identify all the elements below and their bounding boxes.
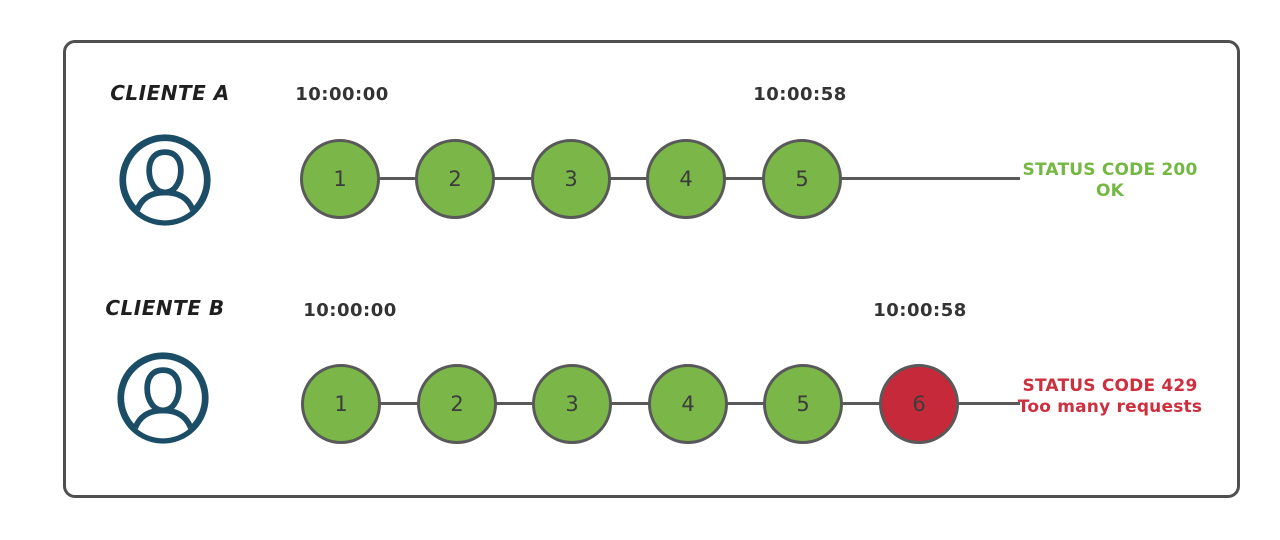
row-b-status: STATUS CODE 429 Too many requests xyxy=(1000,376,1220,418)
row-a-status: STATUS CODE 200 OK xyxy=(1000,160,1220,202)
request-circle: 1 xyxy=(301,364,381,444)
status-message-text: OK xyxy=(1095,181,1125,201)
request-circle: 1 xyxy=(300,139,380,219)
request-circle: 3 xyxy=(531,139,611,219)
row-a-start-time: 10:00:00 xyxy=(295,84,389,105)
client-a-label: CLIENTE A xyxy=(110,81,230,105)
request-circle: 5 xyxy=(763,364,843,444)
diagram-frame xyxy=(63,40,1240,498)
request-circle: 3 xyxy=(532,364,612,444)
request-circle: 2 xyxy=(415,139,495,219)
request-circle: 4 xyxy=(646,139,726,219)
status-code-text: STATUS CODE 200 xyxy=(1022,160,1198,180)
request-circle: 4 xyxy=(648,364,728,444)
user-avatar-icon xyxy=(115,350,211,446)
status-message-text: Too many requests xyxy=(1017,397,1203,417)
status-code-text: STATUS CODE 429 xyxy=(1022,376,1198,396)
request-circle: 2 xyxy=(417,364,497,444)
row-b-end-time: 10:00:58 xyxy=(873,300,967,321)
client-b-label: CLIENTE B xyxy=(105,296,225,320)
row-b-start-time: 10:00:00 xyxy=(303,300,397,321)
request-circle: 6 xyxy=(879,364,959,444)
user-avatar-icon xyxy=(117,132,213,228)
row-a-end-time: 10:00:58 xyxy=(753,84,847,105)
request-circle: 5 xyxy=(762,139,842,219)
